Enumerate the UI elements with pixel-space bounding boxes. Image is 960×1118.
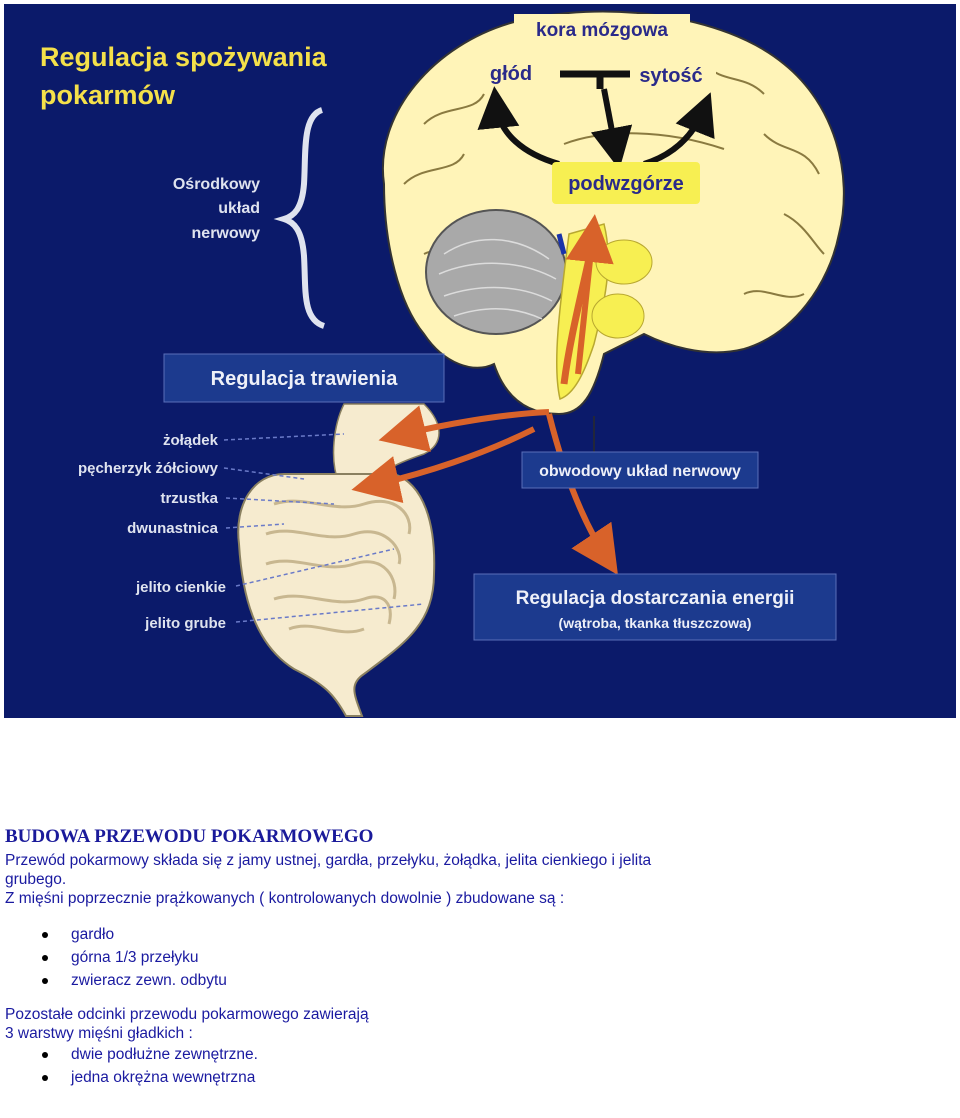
- peripheral-label: obwodowy układ nerwowy: [539, 463, 741, 480]
- energy-box: [473, 573, 837, 641]
- organ-label-small-intestine: jelito cienkie: [135, 579, 226, 596]
- nervous-system-diagram: Regulacja spożywania pokarmów Ośrodkowy …: [4, 4, 956, 718]
- arrow-to-intestine: [351, 426, 536, 504]
- thalamus: [595, 239, 653, 285]
- inhibition-bar: [560, 70, 630, 89]
- hypothalamus-box: [552, 162, 700, 204]
- satiety-box: [626, 60, 716, 90]
- hypothalamus-label: podwzgórze: [568, 173, 684, 195]
- large-intestine: [237, 473, 436, 717]
- list-item: dwie podłużne zewnętrzne.: [5, 1043, 955, 1066]
- list-item: jedna okrężna wewnętrzna: [5, 1066, 955, 1089]
- digestion-label: Regulacja trawienia: [211, 368, 399, 390]
- energy-label-line1: Regulacja dostarczania energii: [516, 588, 795, 609]
- digestion-box: [163, 353, 445, 403]
- organ-label-pancreas: trzustka: [160, 490, 218, 507]
- document-body: BUDOWA PRZEWODU POKARMOWEGO Przewód poka…: [5, 826, 955, 1089]
- list-item: górna 1/3 przełyku: [5, 946, 955, 969]
- smooth-muscle-paragraph-line1: Pozostałe odcinki przewodu pokarmowego z…: [5, 1006, 369, 1023]
- list-item: gardło: [5, 923, 955, 946]
- figure-title-line1: Regulacja spożywania: [40, 42, 328, 72]
- arrow-to-stomach: [378, 405, 550, 453]
- list-item: zwieracz zewn. odbytu: [5, 969, 955, 992]
- intro-paragraph-line1: Przewód pokarmowy składa się z jamy ustn…: [5, 852, 652, 869]
- hunger-arrow: [477, 86, 560, 167]
- organ-label-duodenum: dwunastnica: [127, 520, 219, 537]
- peripheral-box: [521, 451, 759, 489]
- organ-leader-lines: [223, 433, 425, 623]
- cortex-arrow: [590, 88, 633, 170]
- cns-label-line3: nerwowy: [192, 225, 261, 242]
- energy-label-line2: (wątroba, tkanka tłuszczowa): [559, 615, 752, 631]
- arrow-to-energy: [546, 413, 618, 575]
- hunger-label: głód: [490, 63, 532, 85]
- cortex-label: kora mózgowa: [536, 20, 668, 41]
- section-heading: BUDOWA PRZEWODU POKARMOWEGO: [5, 826, 374, 847]
- striated-muscle-list: gardło górna 1/3 przełyku zwieracz zewn.…: [5, 923, 955, 992]
- cortex-box: [514, 14, 690, 44]
- organ-label-large-intestine: jelito grube: [144, 615, 226, 632]
- cerebellum-folds: [438, 238, 557, 320]
- figure-title-line2: pokarmów: [40, 80, 176, 110]
- organ-label-stomach: żołądek: [163, 432, 219, 449]
- organ-label-gallbladder: pęcherzyk żółciowy: [78, 460, 219, 477]
- pons: [591, 293, 645, 339]
- cns-label-line1: Ośrodkowy: [173, 176, 260, 193]
- cns-label-line2: układ: [218, 200, 260, 217]
- brace-icon: [273, 107, 326, 329]
- small-intestine: [265, 499, 412, 634]
- hunger-box: [480, 58, 542, 88]
- intro-paragraph-line2: grubego.: [5, 871, 67, 888]
- nerve-blue: [556, 233, 567, 255]
- cerebellum: [425, 209, 567, 335]
- smooth-muscle-list: dwie podłużne zewnętrzne. jedna okrężna …: [5, 1043, 955, 1089]
- striated-muscle-paragraph: Z mięśni poprzecznie prążkowanych ( kont…: [5, 890, 565, 907]
- smooth-muscle-paragraph-line2: 3 warstwy mięśni gładkich :: [5, 1025, 193, 1042]
- satiety-arrow: [643, 92, 715, 167]
- satiety-label: sytość: [639, 65, 702, 87]
- arrow-up-to-brain: [565, 214, 614, 375]
